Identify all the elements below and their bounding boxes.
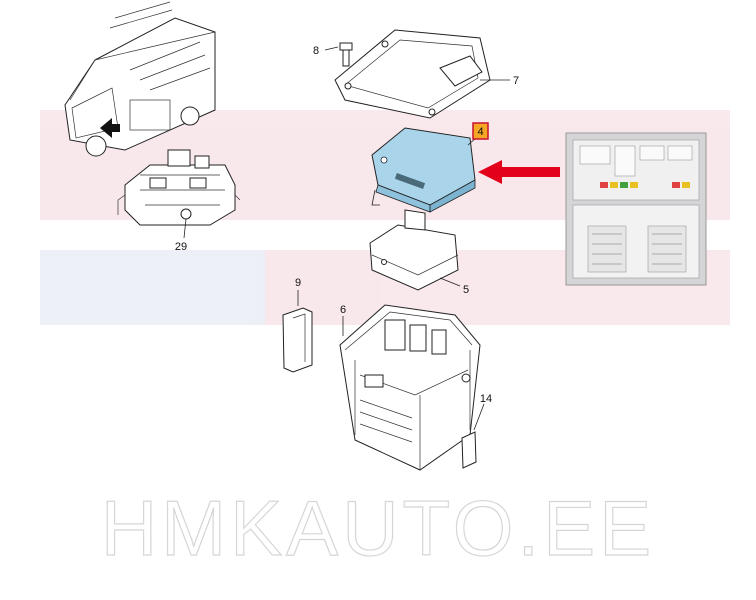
- housing-6: [339, 304, 481, 471]
- arrow-left-icon: [478, 160, 560, 184]
- callout-29: 29: [175, 241, 187, 253]
- callout-4-box: [472, 122, 489, 140]
- callout-7: 7: [513, 75, 519, 87]
- relay-cluster-29: [117, 149, 241, 239]
- clip-9: [282, 290, 313, 373]
- cover-7: [334, 29, 510, 119]
- callout-5: 5: [463, 284, 469, 296]
- van-icon: [64, 1, 216, 157]
- callout-8: 8: [313, 45, 319, 57]
- callout-6: 6: [340, 304, 346, 316]
- control-module-4: [371, 127, 477, 213]
- fuse-box-photo: [565, 132, 707, 286]
- callout-4: 4: [477, 126, 483, 138]
- watermark-text: HMKAUTO.EE: [101, 484, 655, 572]
- callout-9: 9: [295, 277, 301, 289]
- bracket-5: [369, 209, 461, 291]
- bolt-8: [324, 42, 353, 67]
- callout-14: 14: [480, 393, 492, 405]
- label-14: [461, 403, 485, 469]
